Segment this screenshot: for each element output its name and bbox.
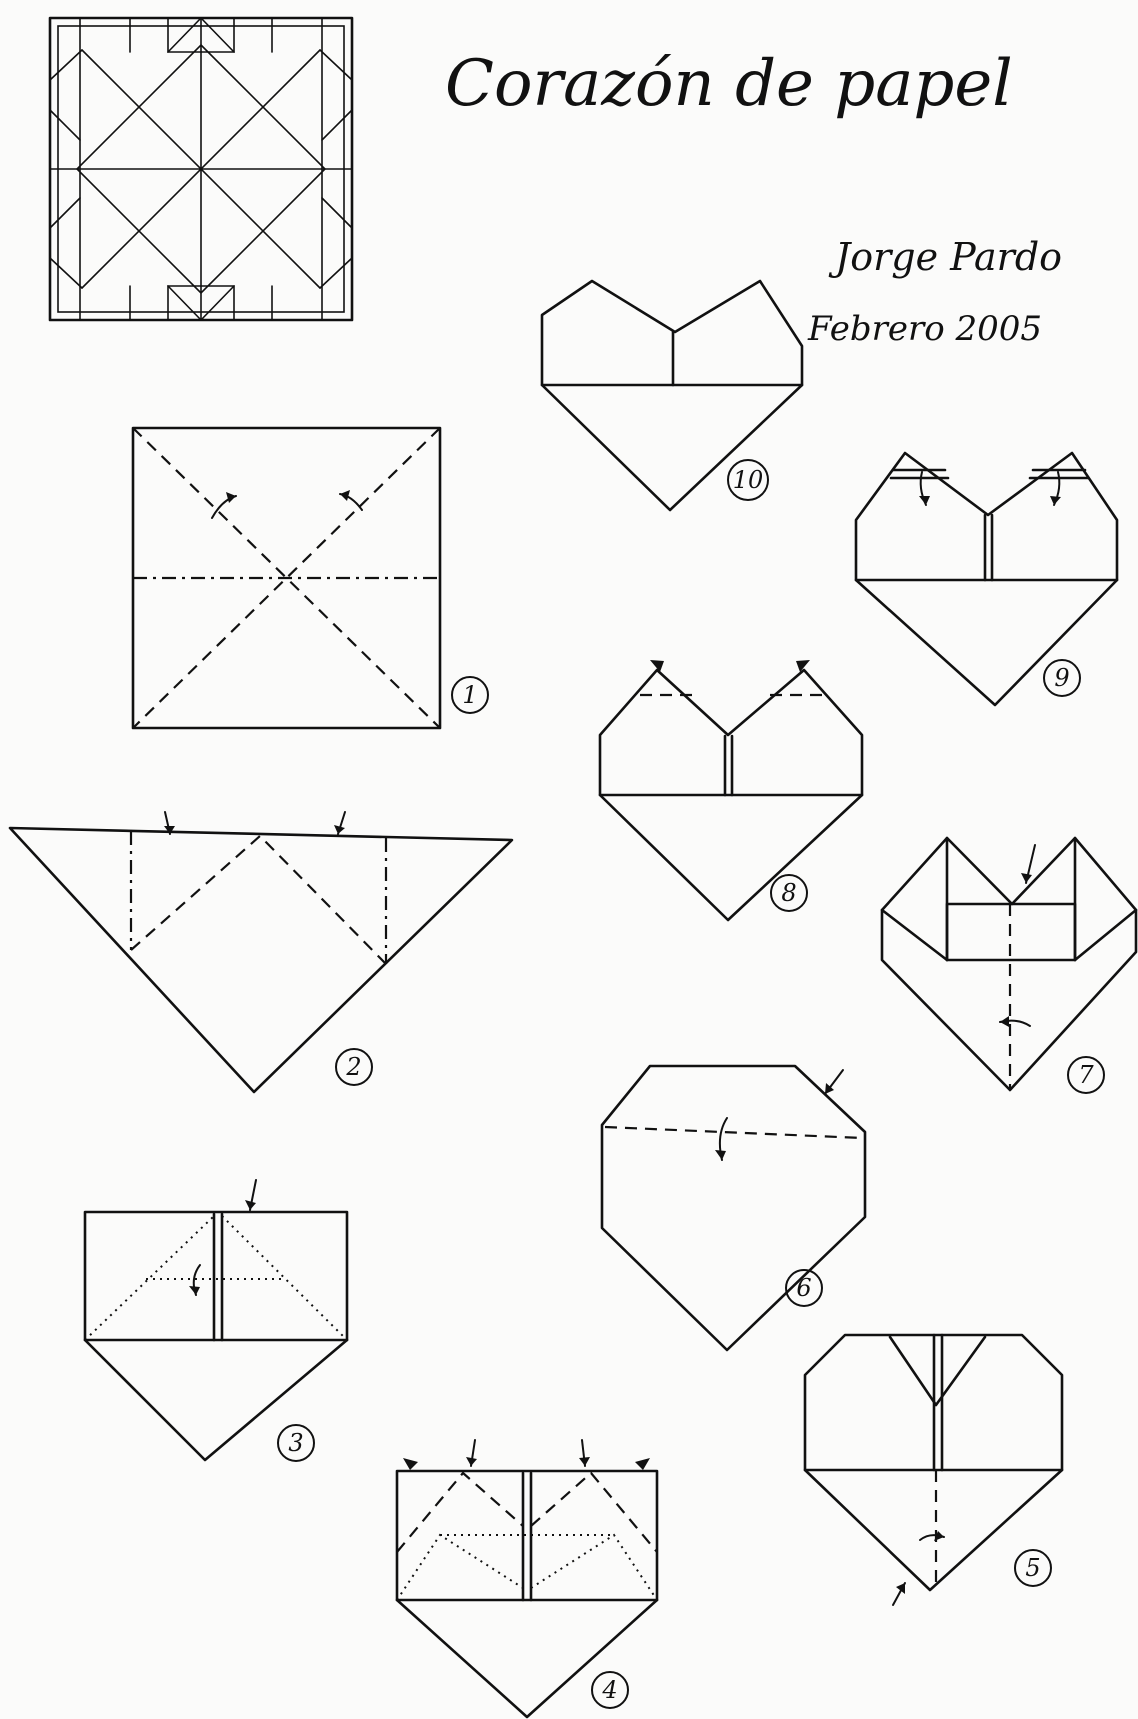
step-7-diagram: [882, 838, 1136, 1090]
sheet-title: Corazón de papel: [445, 47, 1013, 121]
step-label-5: 5: [1025, 1554, 1040, 1582]
creation-date: Febrero 2005: [807, 309, 1042, 349]
step-6-diagram: [602, 1066, 865, 1350]
step-label-1: 1: [462, 681, 477, 709]
step-label-10: 10: [733, 466, 764, 494]
step-4-diagram: [397, 1440, 657, 1717]
step-label-9: 9: [1054, 664, 1069, 692]
step-label-8: 8: [781, 879, 796, 907]
step-label-7: 7: [1078, 1061, 1094, 1089]
step-1-diagram: [133, 428, 440, 728]
author-name: Jorge Pardo: [828, 235, 1062, 279]
step-label-3: 3: [288, 1429, 303, 1457]
step-label-4: 4: [601, 1676, 617, 1704]
step-2-diagram: [10, 812, 512, 1092]
step-9-diagram: [856, 453, 1117, 705]
step-5-diagram: [805, 1335, 1062, 1605]
step-label-6: 6: [796, 1274, 811, 1302]
step-8-diagram: [600, 660, 862, 920]
crease-pattern: [50, 18, 352, 320]
step-3-diagram: [85, 1180, 347, 1460]
step-label-2: 2: [345, 1053, 361, 1081]
